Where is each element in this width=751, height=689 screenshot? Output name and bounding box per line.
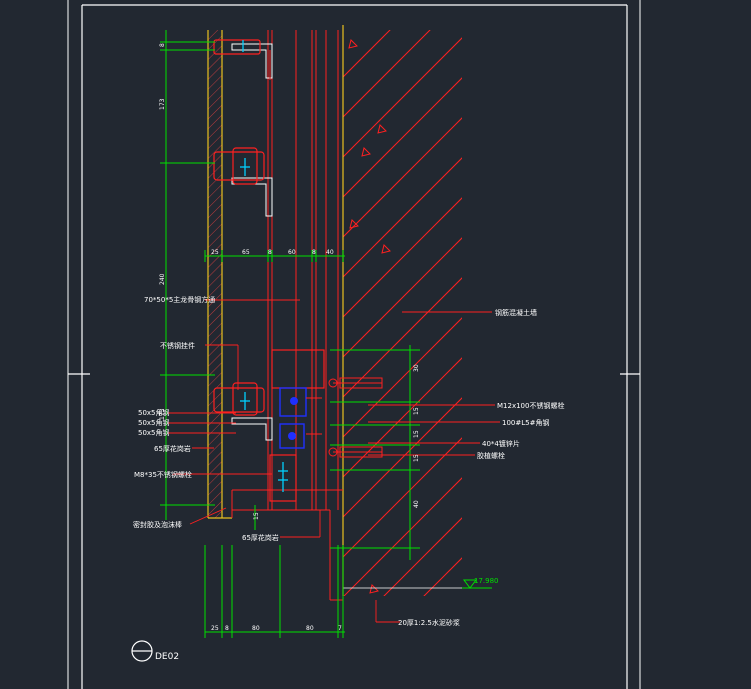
ss-hangers <box>213 39 325 502</box>
label-channel: 100#L5#角钢 <box>502 418 549 427</box>
detail-id: DE02 <box>155 652 179 662</box>
dimension-texts: 8 173 240 173 25 65 8 60 8 40 25 8 80 80… <box>159 43 420 632</box>
dim-mid-5: 8 <box>312 249 316 256</box>
dim-right-3: 15 <box>413 430 420 438</box>
label-backer: 40*4镀锌片 <box>482 439 520 448</box>
dim-right-2: 15 <box>413 407 420 415</box>
detail-callout: DE02 <box>131 640 179 662</box>
label-angle-2: 50x5角钢 <box>138 418 170 427</box>
concrete-wall <box>342 25 462 596</box>
elevation-marker: 17.980 <box>463 577 499 589</box>
dim-bot-1: 25 <box>211 625 219 632</box>
dim-mid-4: 60 <box>288 249 296 256</box>
dim-left-mid: 173 <box>159 98 166 110</box>
dim-small-v: 15 <box>253 512 260 520</box>
dim-mid-6: 40 <box>326 249 334 256</box>
label-concrete: 钢筋混凝土墙 <box>495 308 537 317</box>
dimension-lines <box>160 30 492 638</box>
label-ss-bolt-large: M12x100不锈钢螺栓 <box>497 401 564 410</box>
dim-bot-4: 80 <box>306 625 314 632</box>
dim-bot-5: 7 <box>338 625 342 632</box>
dim-mid-1: 25 <box>211 249 219 256</box>
label-angle-1: 50x5角钢 <box>138 408 170 417</box>
label-angle-3: 50x5角钢 <box>138 428 170 437</box>
expansion-bolts <box>279 377 383 458</box>
dim-bot-2: 8 <box>225 625 229 632</box>
dim-mid-2: 65 <box>242 249 250 256</box>
label-anchor-bolt: 胶植螺栓 <box>477 451 505 460</box>
dim-bot-3: 80 <box>252 625 260 632</box>
dim-right-4: 15 <box>413 454 420 462</box>
dim-left-big: 240 <box>159 273 166 285</box>
label-granite-top: 65厚花岗岩 <box>154 444 191 453</box>
leader-lines <box>168 299 500 623</box>
dim-mid-3: 8 <box>268 249 272 256</box>
granite-panel <box>207 30 232 519</box>
dim-right-5: 40 <box>413 500 420 508</box>
sheet-frame <box>67 0 641 689</box>
steel-keel <box>231 30 343 601</box>
label-screed: 20厚1:2.5水泥砂浆 <box>398 618 460 627</box>
label-sealant: 密封胶及泡沫棒 <box>133 520 182 529</box>
label-ss-bolt-small: M8*35不锈钢螺栓 <box>134 470 192 479</box>
annotation-labels: 钢筋混凝土墙 70*50*5主龙骨钢方通 不锈钢挂件 50x5角钢 50x5角钢… <box>133 295 564 627</box>
label-granite-bottom: 65厚花岗岩 <box>242 533 279 542</box>
label-ss-hanger: 不锈钢挂件 <box>160 341 195 350</box>
dim-left-top: 8 <box>159 43 166 47</box>
label-main-keel: 70*50*5主龙骨钢方通 <box>144 295 215 304</box>
dim-right-1: 30 <box>413 364 420 372</box>
dim-left-low: 173 <box>159 408 166 420</box>
angle-brackets <box>231 43 273 441</box>
elevation-label: 17.980 <box>474 577 499 585</box>
bolt-symbols <box>240 40 288 492</box>
